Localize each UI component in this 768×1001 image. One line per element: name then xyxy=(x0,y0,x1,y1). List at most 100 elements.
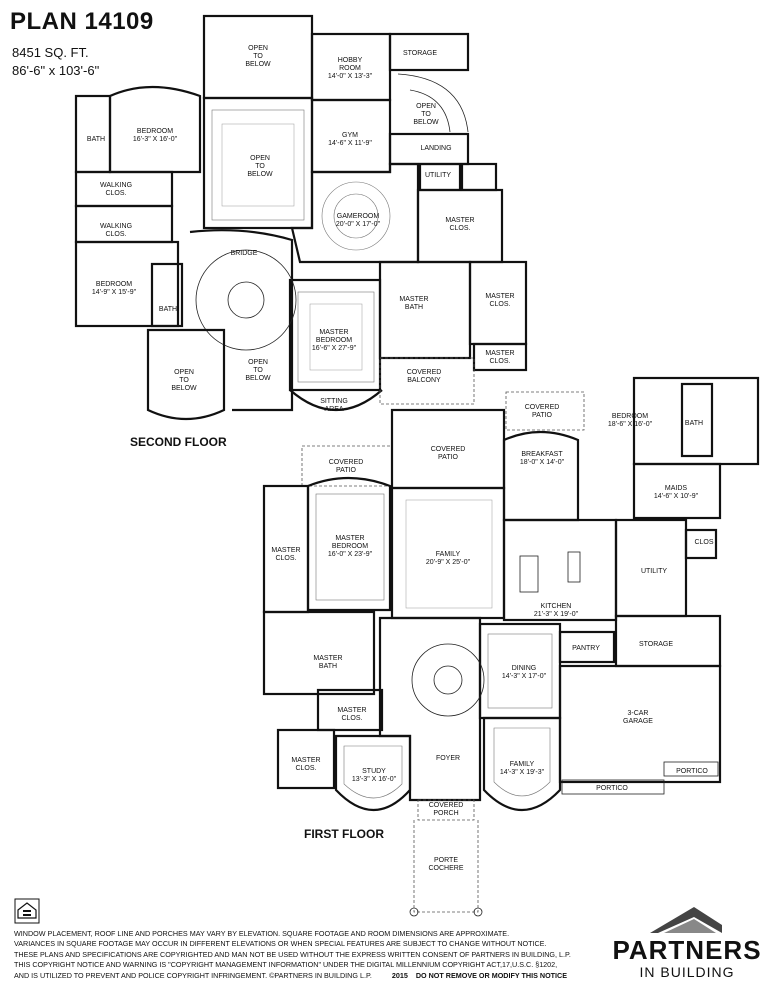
room-label-utility-up: UTILITY xyxy=(425,172,451,179)
room-label-line: LANDING xyxy=(420,145,451,152)
room-label-line: OPEN xyxy=(248,359,268,366)
room-label-line: WALKING xyxy=(100,223,132,230)
room-label-line: MASTER xyxy=(399,296,428,303)
first-floor-walls xyxy=(262,376,760,917)
room-label-line: 13'-3" X 16'-0" xyxy=(352,776,397,783)
room-label-line: PANTRY xyxy=(572,645,600,652)
first-floor-label: FIRST FLOOR xyxy=(304,827,384,841)
disclaimer-line: WINDOW PLACEMENT, ROOF LINE AND PORCHES … xyxy=(14,929,510,938)
room-label-line: STORAGE xyxy=(403,50,437,57)
room-label-line: MASTER xyxy=(485,293,514,300)
partners-logo-icon xyxy=(650,907,722,933)
room-label-line: GARAGE xyxy=(623,718,653,725)
room-label-line: OPEN xyxy=(248,45,268,52)
room-label-line: STUDY xyxy=(362,768,386,775)
room-label-line: MASTER xyxy=(445,217,474,224)
room-label-line: FAMILY xyxy=(436,551,461,558)
room-label-line: PORTICO xyxy=(596,785,628,792)
disclaimer-line: THIS COPYRIGHT NOTICE AND WARNING IS "CO… xyxy=(14,960,558,970)
room-label-line: PATIO xyxy=(438,454,459,461)
room-label-landing: LANDING xyxy=(420,145,451,152)
room-label-line: BELOW xyxy=(245,375,271,382)
room-label-line: 3-CAR xyxy=(627,710,648,717)
room-label-line: 18'-0" X 14'-0" xyxy=(520,459,565,466)
room-label-line: BELOW xyxy=(413,119,439,126)
room-label-line: MASTER xyxy=(313,655,342,662)
room-label-line: BATH xyxy=(87,136,105,143)
room-label-line: TO xyxy=(421,111,431,118)
room-label-line: SITTING xyxy=(320,398,348,405)
room-label-line: GAMEROOM xyxy=(337,213,380,220)
room-label-line: COVERED xyxy=(329,459,364,466)
room-label-line: UTILITY xyxy=(425,172,451,179)
room-label-line: AREA xyxy=(324,406,343,413)
room-label-line: CLOS. xyxy=(489,301,510,308)
room-label-line: OPEN xyxy=(416,103,436,110)
square-footage: 8451 SQ. FT. xyxy=(12,45,89,60)
room-label-line: BEDROOM xyxy=(612,413,648,420)
room-label-line: TO xyxy=(253,367,263,374)
room-label-line: 16'-0" X 23'-9" xyxy=(328,551,373,558)
room-label-line: MASTER xyxy=(319,329,348,336)
room-label-line: MAIDS xyxy=(665,485,688,492)
room-label-line: PATIO xyxy=(532,412,553,419)
room-label-bath-up1: BATH xyxy=(87,136,105,143)
room-label-line: BEDROOM xyxy=(96,281,132,288)
room-label-line: 16'-6" X 27'-9" xyxy=(312,345,357,352)
room-label-line: BELOW xyxy=(171,385,197,392)
room-label-line: BEDROOM xyxy=(316,337,352,344)
room-label-line: BATH xyxy=(405,304,423,311)
room-label-line: COVERED xyxy=(431,446,466,453)
room-label-line: BATH xyxy=(159,306,177,313)
room-label-line: TO xyxy=(253,53,263,60)
room-label-bath-down: BATH xyxy=(685,420,703,427)
room-label-line: BATH xyxy=(319,663,337,670)
room-label-line: WALKING xyxy=(100,182,132,189)
equal-housing-icon xyxy=(14,898,40,924)
room-label-line: BELOW xyxy=(247,171,273,178)
disclaimer-text: AND IS UTILIZED TO PREVENT AND POLICE CO… xyxy=(14,970,372,980)
room-label-line: COVERED xyxy=(525,404,560,411)
room-label-line: MASTER xyxy=(291,757,320,764)
room-label-line: GYM xyxy=(342,132,358,139)
room-label-bridge: BRIDGE xyxy=(231,250,258,257)
room-label-line: CLOS. xyxy=(489,358,510,365)
room-label-line: 16'-3" X 16'-0" xyxy=(133,136,178,143)
room-label-line: COCHERE xyxy=(428,865,463,872)
room-label-line: 21'-3" X 19'-0" xyxy=(534,611,579,618)
second-floor-label: SECOND FLOOR xyxy=(130,435,227,449)
room-label-line: BRIDGE xyxy=(231,250,258,257)
room-label-line: FAMILY xyxy=(510,761,535,768)
room-label-pantry: PANTRY xyxy=(572,645,600,652)
room-label-line: CLOS. xyxy=(105,190,126,197)
logo-name: PARTNERS xyxy=(612,935,762,965)
room-label-line: COVERED xyxy=(407,369,442,376)
copyright-notice: DO NOT REMOVE OR MODIFY THIS NOTICE xyxy=(415,970,568,980)
